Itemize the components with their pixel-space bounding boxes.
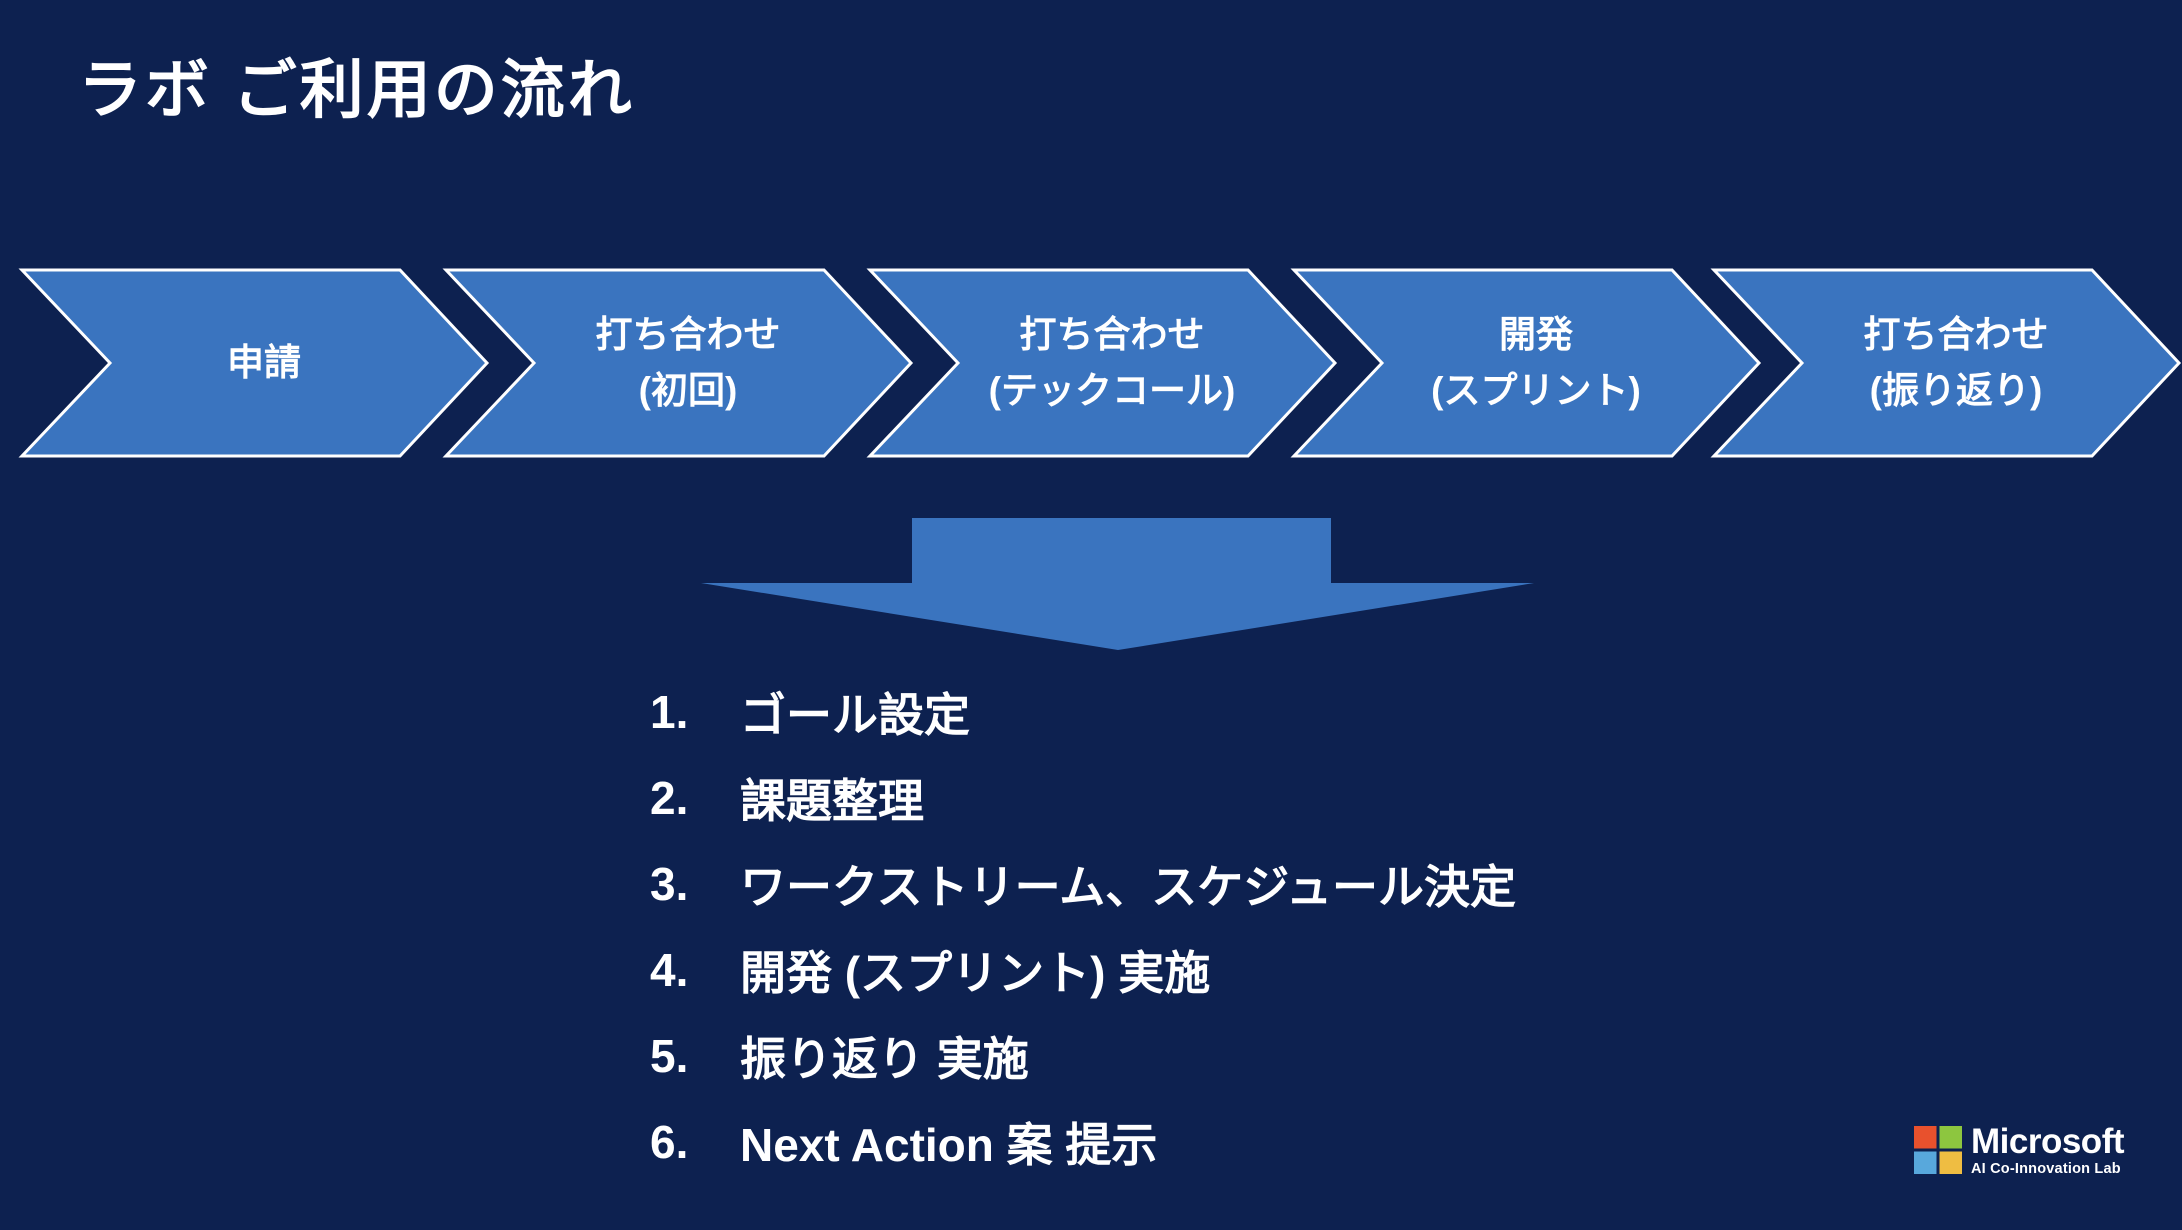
list-item-text: ワークストリーム、スケジュール決定 bbox=[740, 861, 1517, 913]
flow-step-label-line1: 申請 bbox=[227, 342, 301, 383]
list-item: 4. 開発 (スプリント) 実施 bbox=[650, 927, 1516, 1013]
logo-square-top-left bbox=[1914, 1125, 1937, 1149]
outcome-list: 1. ゴール設定 2. 課題整理 3. ワークストリーム、スケジュール決定 4.… bbox=[650, 669, 1516, 1185]
microsoft-logo: Microsoft AI Co-Innovation Lab bbox=[1914, 1121, 2125, 1177]
flow-step-meeting-initial: 打ち合わせ (初回) bbox=[442, 268, 914, 458]
flow-step-application: 申請 bbox=[18, 268, 490, 458]
list-item: 1. ゴール設定 bbox=[650, 669, 1516, 755]
flow-step-label: 開発 (スプリント) bbox=[1292, 268, 1762, 458]
list-item-text: 振り返り 実施 bbox=[740, 1033, 1029, 1085]
flow-step-label: 打ち合わせ (テックコール) bbox=[868, 268, 1338, 458]
flow-step-label: 申請 bbox=[20, 268, 490, 458]
chevron-arrow-icon bbox=[18, 268, 490, 458]
down-arrow-icon bbox=[701, 518, 1534, 650]
list-item-number: 4. bbox=[650, 944, 689, 996]
list-item: 2. 課題整理 bbox=[650, 755, 1516, 841]
ai-co-innovation-lab-label: AI Co-Innovation Lab bbox=[1971, 1160, 2121, 1177]
list-item-text: ゴール設定 bbox=[740, 689, 970, 741]
flow-step-label: 打ち合わせ (振り返り) bbox=[1712, 268, 2182, 458]
flow-step-label-line2: (初回) bbox=[638, 370, 738, 411]
logo-square-top-right bbox=[1939, 1125, 1962, 1149]
microsoft-wordmark: Microsoft bbox=[1971, 1121, 2125, 1161]
list-item-number: 6. bbox=[650, 1116, 689, 1168]
microsoft-logo-text: Microsoft AI Co-Innovation Lab bbox=[1971, 1121, 2125, 1177]
flow-step-label-line2: (スプリント) bbox=[1431, 370, 1641, 411]
chevron-arrow-icon bbox=[866, 268, 1338, 458]
flow-step-label-line1: 開発 bbox=[1499, 314, 1573, 355]
flow-step-label-line1: 打ち合わせ bbox=[595, 314, 781, 355]
list-item-number: 2. bbox=[650, 772, 689, 824]
flow-step-label-line2: (テックコール) bbox=[988, 370, 1236, 411]
logo-square-bottom-left bbox=[1914, 1151, 1937, 1174]
list-item-text: Next Action 案 提示 bbox=[740, 1119, 1158, 1171]
list-item: 3. ワークストリーム、スケジュール決定 bbox=[650, 841, 1516, 927]
list-item-number: 5. bbox=[650, 1030, 689, 1082]
page-title: ラボ ご利用の流れ bbox=[78, 54, 635, 126]
flow-step-label-line1: 打ち合わせ bbox=[1863, 314, 2049, 355]
list-item: 6. Next Action 案 提示 bbox=[650, 1099, 1516, 1185]
list-item-text: 開発 (スプリント) 実施 bbox=[740, 947, 1211, 999]
flow-step-meeting-retrospective: 打ち合わせ (振り返り) bbox=[1710, 268, 2182, 458]
flow-step-label-line1: 打ち合わせ bbox=[1019, 314, 1205, 355]
chevron-arrow-icon bbox=[442, 268, 914, 458]
chevron-arrow-icon bbox=[1710, 268, 2182, 458]
microsoft-logo-icon bbox=[1914, 1125, 1962, 1174]
flow-step-meeting-techcall: 打ち合わせ (テックコール) bbox=[866, 268, 1338, 458]
chevron-arrow-icon bbox=[1290, 268, 1762, 458]
list-item-number: 3. bbox=[650, 858, 689, 910]
list-item: 5. 振り返り 実施 bbox=[650, 1013, 1516, 1099]
flow-step-label-line2: (振り返り) bbox=[1869, 370, 2043, 411]
list-item-number: 1. bbox=[650, 686, 689, 738]
flow-step-label: 打ち合わせ (初回) bbox=[444, 268, 914, 458]
logo-square-bottom-right bbox=[1939, 1151, 1962, 1174]
list-item-text: 課題整理 bbox=[740, 775, 924, 827]
flow-step-development-sprint: 開発 (スプリント) bbox=[1290, 268, 1762, 458]
